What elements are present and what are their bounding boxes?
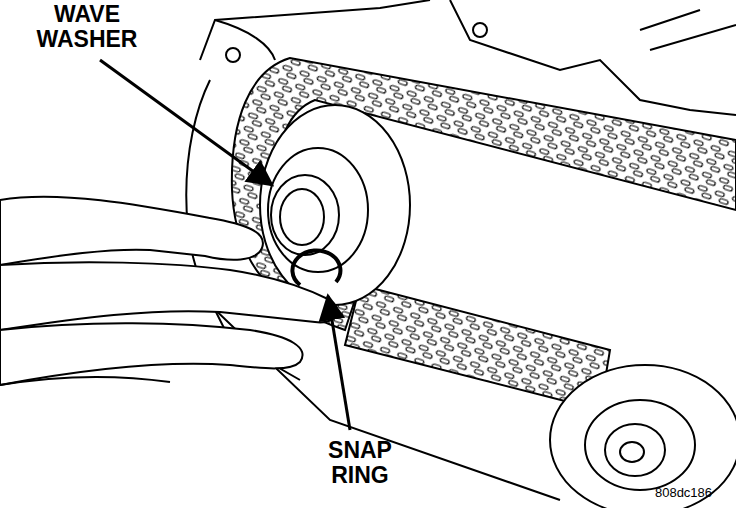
housing-edge (650, 25, 736, 50)
hand-crease (0, 377, 170, 385)
bolt-hole (473, 23, 487, 37)
sprocket-ring (585, 400, 695, 490)
case-housing (186, 0, 736, 500)
technician-hand (0, 197, 337, 385)
drive-chain (345, 285, 610, 410)
sprocket-ring (268, 148, 368, 272)
drive-sprocket (260, 105, 410, 305)
sprocket-hub (605, 424, 665, 476)
part-label: SNAP RING (300, 438, 420, 489)
snap-ring (292, 250, 340, 285)
wave-washer (271, 175, 339, 255)
sprocket-face (550, 365, 736, 508)
housing-edge (640, 10, 700, 30)
bolt-hole (226, 48, 240, 62)
hand-finger (0, 323, 303, 385)
driven-sprocket (550, 365, 736, 508)
housing-edge (215, 20, 275, 60)
sprocket-face (260, 105, 410, 305)
hand-finger (0, 262, 337, 330)
housing-edge (200, 0, 430, 60)
figure-code: 808dc186 (636, 486, 731, 500)
sprocket-bore (620, 442, 644, 462)
part-label: WAVE WASHER (12, 2, 162, 53)
leader-arrow (328, 296, 350, 430)
leader-arrow (100, 60, 272, 185)
shaft-bore (280, 189, 324, 245)
hand-thumb (0, 197, 263, 265)
